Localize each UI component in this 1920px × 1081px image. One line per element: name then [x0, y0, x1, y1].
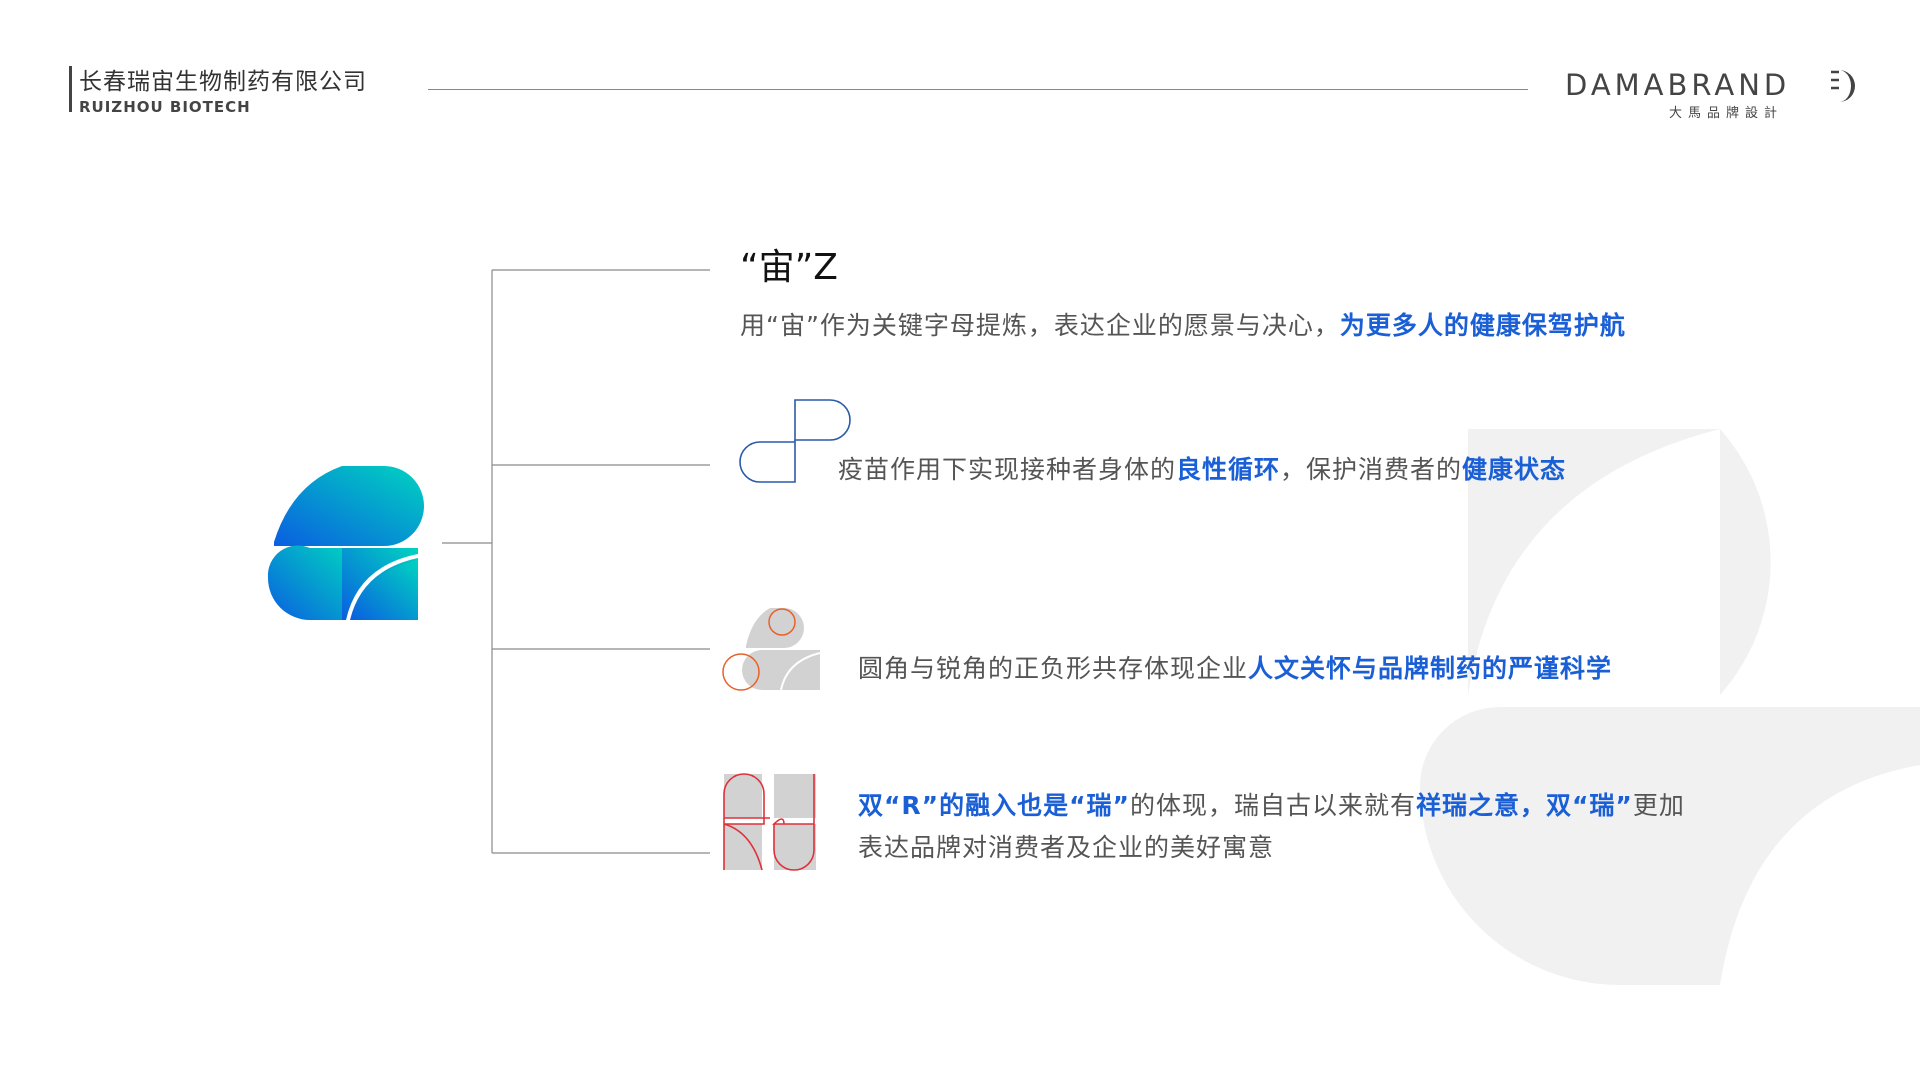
item-4-text-line-2: 表达品牌对消费者及企业的美好寓意: [858, 828, 1274, 864]
double-r-icon: [723, 773, 816, 871]
item-1-text: 用“宙”作为关键字母提炼，表达企业的愿景与决心，为更多人的健康保驾护航: [740, 306, 1626, 342]
highlight-segment: 祥瑞之意，双“瑞”: [1416, 791, 1633, 820]
company-name-en: RUIZHOU BIOTECH: [79, 98, 251, 116]
text-segment: 的体现，瑞自古以来就有: [1129, 791, 1416, 820]
brand-name-en: DAMABRAND: [1565, 68, 1791, 102]
text-segment: ，保护消费者的: [1280, 455, 1463, 484]
positive-negative-shape-icon: [722, 608, 820, 691]
highlight-segment: 良性循环: [1176, 455, 1281, 484]
ruizhou-main-logo: [267, 466, 424, 620]
item-3-text: 圆角与锐角的正负形共存体现企业人文关怀与品牌制药的严谨科学: [858, 649, 1612, 685]
company-name-cn: 长春瑞宙生物制药有限公司: [79, 69, 367, 95]
damabrand-logo: DAMABRAND 大馬品牌設計: [1565, 68, 1855, 124]
item-2-text: 疫苗作用下实现接种者身体的良性循环，保护消费者的健康状态: [838, 450, 1566, 486]
item-4-text-line-1: 双“R”的融入也是“瑞”的体现，瑞自古以来就有祥瑞之意，双“瑞”更加: [858, 786, 1685, 822]
concept-title: “宙”Z: [740, 247, 838, 288]
highlight-segment: 为更多人的健康保驾护航: [1339, 311, 1626, 340]
highlight-segment: 健康状态: [1462, 455, 1567, 484]
text-segment: 表达品牌对消费者及企业的美好寓意: [858, 833, 1275, 862]
text-segment: 圆角与锐角的正负形共存体现企业: [858, 654, 1249, 683]
background-logo-watermark: [1420, 429, 1920, 985]
header-rule: [428, 89, 1528, 90]
brand-name-cn: 大馬品牌設計: [1669, 106, 1784, 121]
header-divider: [69, 66, 72, 112]
damabrand-mark-icon: [1831, 70, 1855, 102]
highlight-segment: 双“R”的融入也是“瑞”: [858, 791, 1130, 820]
circulation-icon: [739, 399, 851, 483]
text-segment: 用“宙”作为关键字母提炼，表达企业的愿景与决心，: [740, 311, 1340, 340]
highlight-segment: 人文关怀与品牌制药的严谨科学: [1248, 654, 1613, 683]
text-segment: 更加: [1632, 791, 1685, 820]
text-segment: 疫苗作用下实现接种者身体的: [838, 455, 1177, 484]
